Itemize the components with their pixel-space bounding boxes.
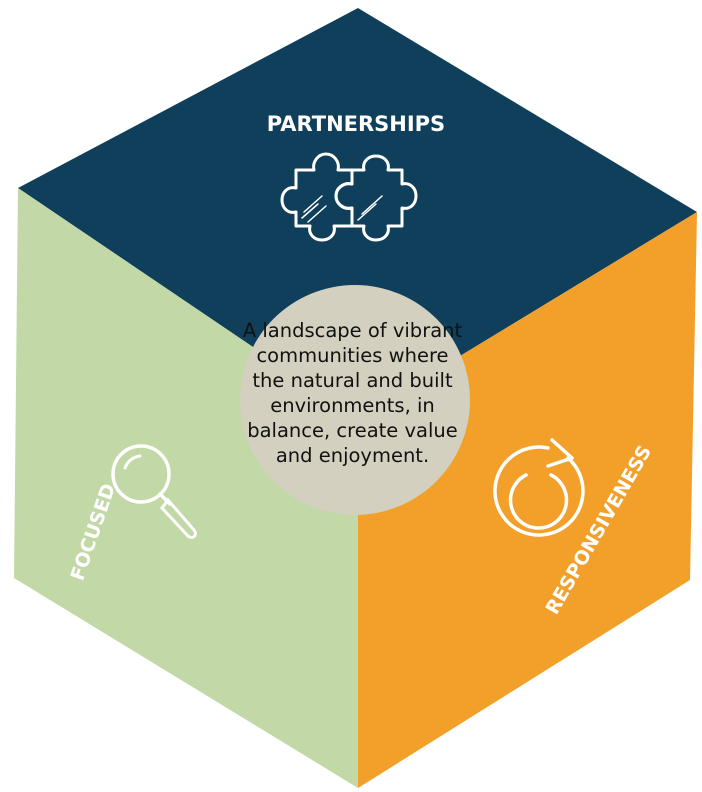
center-line-3: the natural and built — [252, 369, 453, 392]
center-line-6: and enjoyment. — [275, 444, 430, 467]
center-line-5: balance, create value — [247, 419, 458, 442]
center-circle — [240, 285, 470, 515]
refresh-cycle-icon — [493, 438, 585, 537]
responsiveness-face — [358, 212, 697, 788]
partnerships-label: PARTNERSHIPS — [267, 112, 445, 136]
center-line-1: A landscape of vibrant — [242, 319, 463, 342]
puzzle-pieces-icon — [280, 152, 418, 242]
focused-face — [14, 188, 358, 788]
center-vision-statement: A landscape of vibrant communities where… — [240, 318, 465, 468]
magnifying-glass-icon — [111, 444, 197, 539]
partnerships-face — [18, 8, 697, 418]
center-line-4: environments, in — [270, 394, 435, 417]
center-line-2: communities where — [256, 344, 449, 367]
